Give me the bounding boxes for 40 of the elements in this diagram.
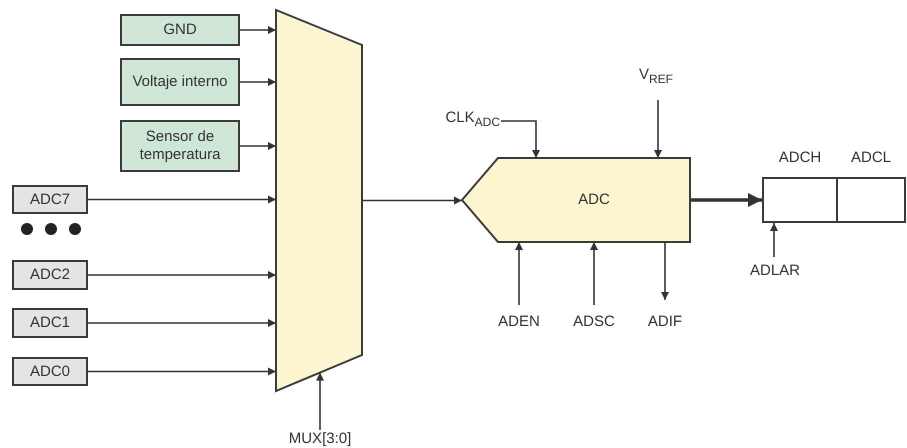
arrow	[316, 372, 324, 430]
box-label: ADC2	[30, 266, 70, 284]
arrow	[661, 242, 669, 300]
arrow	[240, 26, 276, 34]
arrow	[515, 242, 523, 305]
input-channel-box	[12, 260, 88, 290]
arrow	[240, 78, 276, 86]
box-label: ADC0	[30, 362, 70, 380]
signal-source-box	[120, 14, 240, 46]
signal-label: ADIF	[648, 313, 682, 331]
input-channel-box	[12, 185, 88, 214]
box-label: Sensor de temperatura	[138, 128, 222, 164]
signal-label: V$_{REF}$	[638, 66, 673, 88]
box-label: Voltaje interno	[132, 73, 228, 91]
signal-label: ADLAR	[750, 262, 800, 280]
arrow	[88, 368, 276, 376]
box-label: ADC1	[30, 314, 70, 332]
arrow	[590, 242, 598, 305]
input-channel-box	[12, 308, 88, 338]
signal-source-box	[120, 58, 240, 106]
arrow	[88, 196, 276, 204]
box-label: ADC7	[30, 190, 70, 208]
arrow	[654, 100, 662, 158]
arrow	[501, 120, 540, 158]
signal-label: MUX[3:0]	[288, 430, 352, 448]
input-channel-box	[12, 357, 88, 386]
signal-label: ADEN	[498, 313, 540, 331]
block-label: ADC	[578, 191, 610, 209]
register-name: ADCL	[850, 149, 892, 167]
arrow	[362, 196, 462, 204]
arrow	[240, 142, 276, 150]
register-name: ADCH	[778, 149, 822, 167]
arrow	[88, 271, 276, 279]
box-label: GND	[163, 21, 197, 39]
arrow	[690, 193, 762, 207]
arrow	[88, 319, 276, 327]
signal-source-box	[120, 120, 240, 172]
arrow	[770, 223, 778, 257]
signal-label: CLK$_{ADC}$	[445, 108, 500, 132]
signal-label: ADSC	[573, 313, 615, 331]
